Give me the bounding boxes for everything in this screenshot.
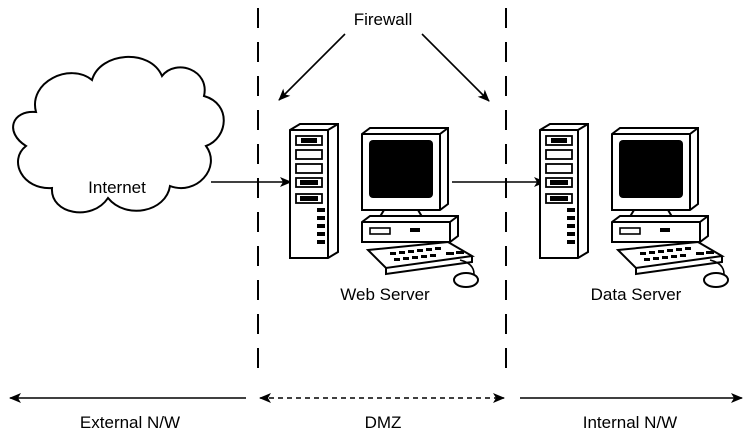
web-server-computer-icon — [289, 123, 479, 288]
data-server-label: Data Server — [591, 285, 682, 304]
internal-nw-label: Internal N/W — [583, 413, 677, 432]
web-server-label: Web Server — [340, 285, 430, 304]
internet-label: Internet — [88, 178, 146, 197]
external-nw-label: External N/W — [80, 413, 180, 432]
firewall-label: Firewall — [354, 10, 413, 29]
internet-cloud — [12, 55, 225, 214]
dmz-label: DMZ — [365, 413, 402, 432]
firewall-pointer-right — [421, 33, 490, 102]
data-server-computer-icon — [539, 123, 729, 288]
firewall-pointer-left — [278, 33, 346, 101]
